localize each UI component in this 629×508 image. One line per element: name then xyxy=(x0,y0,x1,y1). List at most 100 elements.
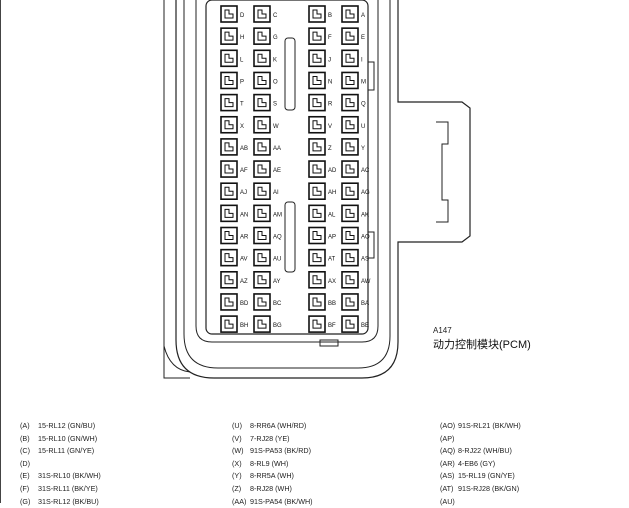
legend-column-2: (U)8-RR6A (WH/RD) (V)7-RJ28 (YE) (W)91S-… xyxy=(232,420,313,508)
pin-H: H xyxy=(220,27,244,45)
legend-row: (AA)91S-PA54 (BK/WH) xyxy=(232,496,313,508)
pin-label: Q xyxy=(361,102,366,108)
pin-label: M xyxy=(361,79,366,85)
pin-AV: AV xyxy=(220,248,248,267)
pin-label: AL xyxy=(328,212,336,218)
legend-wire: 15-RL10 (GN/WH) xyxy=(38,433,98,443)
pin-BG: BG xyxy=(253,315,282,333)
connector-pins: DHLPTXABAFAJANARAVAZBDBHCGKOSWAAAEAIAMAQ… xyxy=(220,5,371,333)
legend-row: (X) 8-RL9 (WH) xyxy=(232,458,313,471)
connector-code: A147 xyxy=(433,326,452,335)
legend-wire: 8-RL9 (WH) xyxy=(250,458,289,468)
legend-wire: 31S-RL10 (BK/WH) xyxy=(38,471,101,481)
legend-row: (A) 15-RL12 (GN/BU) xyxy=(20,420,101,433)
pin-AY: AY xyxy=(253,270,281,289)
legend-wire: 31S-RL11 (BK/YE) xyxy=(38,483,98,493)
connector-name: 动力控制模块(PCM) xyxy=(433,339,531,351)
pin-label: X xyxy=(240,124,244,130)
pin-BF: BF xyxy=(308,315,336,333)
legend-row: (B)15-RL10 (GN/WH) xyxy=(20,433,101,446)
pin-U: U xyxy=(341,115,365,134)
pin-label: K xyxy=(273,57,277,63)
pin-M: M xyxy=(341,71,366,90)
legend-pin: (AP) xyxy=(440,433,455,443)
pin-T: T xyxy=(220,93,244,112)
legend-wire: 91S-PA53 (BK/RD) xyxy=(250,446,311,456)
pin-label: F xyxy=(328,35,332,41)
legend-row: (C)15-RL11 (GN/YE) xyxy=(20,445,101,458)
pin-label: BH xyxy=(240,323,248,329)
pin-K: K xyxy=(253,49,277,68)
legend-pin: (AT) xyxy=(440,483,454,493)
pin-label: V xyxy=(328,124,332,130)
pin-AU: AU xyxy=(253,248,281,267)
pin-AM: AM xyxy=(253,204,282,223)
pin-BE: BE xyxy=(341,315,369,333)
legend-row: (W) 91S-PA53 (BK/RD) xyxy=(232,445,313,458)
legend-pin: (V) xyxy=(232,433,242,443)
pin-label: AZ xyxy=(240,279,248,285)
pin-label: AK xyxy=(361,212,369,218)
pin-AF: AF xyxy=(220,160,248,178)
legend-row: (V) 7-RJ28 (YE) xyxy=(232,433,313,446)
pin-AO: AO xyxy=(341,226,370,245)
legend-row: (AS)15-RL19 (GN/YE) xyxy=(440,470,521,483)
pin-label: AS xyxy=(361,257,369,263)
legend-pin: (W) xyxy=(232,446,244,456)
pin-label: AJ xyxy=(240,190,247,196)
pin-BC: BC xyxy=(253,293,282,311)
pin-AK: AK xyxy=(341,204,369,223)
pin-BH: BH xyxy=(220,315,248,333)
pin-J: J xyxy=(308,49,331,68)
pin-label: AY xyxy=(273,279,281,285)
pin-label: AP xyxy=(328,235,336,241)
pin-label: BD xyxy=(240,301,249,307)
legend-pin: (C) xyxy=(20,446,30,456)
legend-wire: 4-EB6 (GY) xyxy=(458,458,496,468)
pin-AL: AL xyxy=(308,204,336,223)
legend-row: (Y)8-RR5A (WH) xyxy=(232,470,313,483)
pin-label: AO xyxy=(361,235,370,241)
legend-pin: (X) xyxy=(232,458,242,468)
pin-label: AN xyxy=(240,212,248,218)
legend-wire: 15-RL12 (GN/BU) xyxy=(38,421,96,430)
pin-AP: AP xyxy=(308,226,336,245)
pin-AW: AW xyxy=(341,270,371,289)
pin-label: AX xyxy=(328,279,336,285)
legend-column-1: (A) 15-RL12 (GN/BU) (B)15-RL10 (GN/WH) (C… xyxy=(20,420,101,508)
legend-wire: 31S-RL12 (BK/BU) xyxy=(38,496,99,506)
legend-row: (F)31S-RL11 (BK/YE) xyxy=(20,483,101,496)
pin-label: BB xyxy=(328,301,336,307)
pin-A: A xyxy=(341,5,365,23)
pin-label: O xyxy=(273,79,278,85)
legend-row: (AU) xyxy=(440,496,521,508)
pin-L: L xyxy=(220,49,244,68)
pin-label: AU xyxy=(273,257,281,263)
legend-pin: (Y) xyxy=(232,471,242,481)
pin-label: AG xyxy=(361,190,370,196)
pin-label: Y xyxy=(361,146,365,152)
legend-row: (AT) 91S-RJ28 (BK/GN) xyxy=(440,483,521,496)
legend-pin: (AA) xyxy=(232,496,247,506)
legend-pin: (AR) xyxy=(440,458,455,468)
pin-O: O xyxy=(253,71,278,90)
legend-pin: (AS) xyxy=(440,471,455,481)
pin-label: I xyxy=(361,57,363,63)
legend-row: (D) xyxy=(20,458,101,471)
pin-C: C xyxy=(253,5,278,23)
legend-wire: 7-RJ28 (YE) xyxy=(250,433,290,443)
pin-AR: AR xyxy=(220,226,249,245)
pin-F: F xyxy=(308,27,332,45)
legend-wire: 8-RJ28 (WH) xyxy=(250,483,292,493)
legend-wire: 91S-RJ28 (BK/GN) xyxy=(458,483,520,493)
pin-Q: Q xyxy=(341,93,366,112)
pin-label: T xyxy=(240,102,244,108)
legend-pin: (A) xyxy=(20,421,30,430)
pin-label: U xyxy=(361,124,365,130)
pin-label: AC xyxy=(361,168,370,174)
legend-wire: 15-RL19 (GN/YE) xyxy=(458,471,515,481)
pin-label: BE xyxy=(361,323,369,329)
legend-row: (AQ)8-RJ22 (WH/BU) xyxy=(440,445,521,458)
pin-AI: AI xyxy=(253,182,279,200)
pin-D: D xyxy=(220,5,245,23)
